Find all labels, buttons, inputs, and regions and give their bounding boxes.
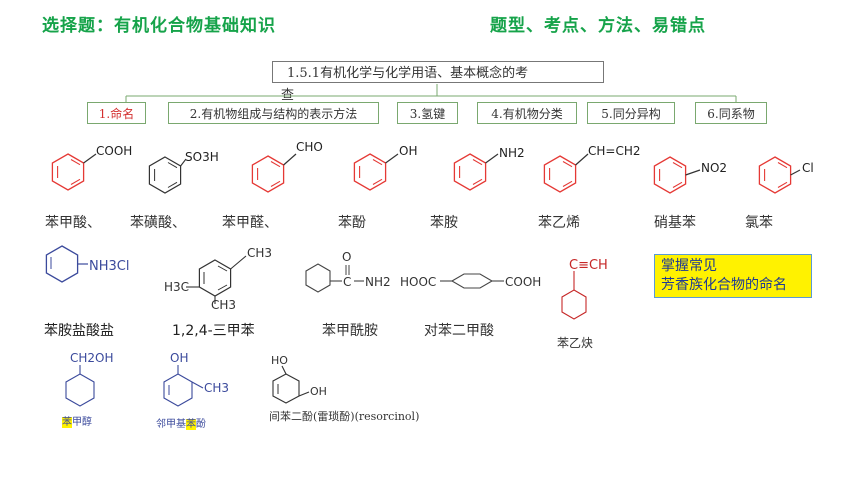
name-aniline: 苯胺 <box>430 215 458 231</box>
oh-label: OH <box>399 144 417 158</box>
cresol-pre: 邻甲基 <box>156 419 186 430</box>
ch2oh-label: CH2OH <box>70 351 114 365</box>
name-benzenesulfonic-acid: 苯磺酸、 <box>130 215 186 231</box>
cresol-post: 酚 <box>196 419 206 430</box>
cl-label: Cl <box>802 161 814 175</box>
row3-structures: CH2OH OH CH3 HO OH <box>65 351 327 407</box>
cooh-label: COOH <box>96 144 132 158</box>
benzyl-alcohol-structure: CH2OH <box>65 351 114 407</box>
oh-label-cresol: OH <box>170 351 188 365</box>
name-chlorobenzene: 氯苯 <box>745 215 773 231</box>
benzaldehyde-structure: CHO <box>251 140 323 193</box>
category-naming[interactable]: 1.命名 <box>87 102 146 124</box>
so3h-label: SO3H <box>185 150 219 164</box>
nh3cl-label: NH3Cl <box>89 259 129 274</box>
h3c-label: H3C <box>164 280 189 294</box>
amide-nh2-label: NH2 <box>365 275 391 289</box>
benzamide-structure: O C NH2 <box>305 250 391 293</box>
anilinium-chloride-structure: NH3Cl <box>45 245 129 283</box>
cho-label: CHO <box>296 140 323 154</box>
amide-o-label: O <box>342 250 351 264</box>
oh-label-resorcinol: OH <box>310 385 327 398</box>
category-isomerism[interactable]: 5.同分异构 <box>587 102 675 124</box>
benzenesulfonic-acid-structure: SO3H <box>148 150 219 194</box>
nh2-label: NH2 <box>499 146 525 160</box>
ch3-bottom-label: CH3 <box>211 298 236 312</box>
o-cresol-structure: OH CH3 <box>163 351 229 407</box>
phenylacetylene-structure: C≡CH <box>561 258 608 320</box>
resorcinol-structure: HO OH <box>271 354 327 404</box>
name-anilinium-chloride: 苯胺盐酸盐 <box>44 323 114 339</box>
name-styrene: 苯乙烯 <box>538 215 580 231</box>
name-benzoic-acid: 苯甲酸、 <box>45 215 101 231</box>
section-subtitle: 题型、考点、方法、易错点 <box>490 16 706 36</box>
amide-c-label: C <box>343 275 351 289</box>
aniline-structure: NH2 <box>453 146 525 191</box>
hooc-label: HOOC <box>400 275 436 289</box>
name-nitrobenzene: 硝基苯 <box>654 215 696 231</box>
trimethylbenzene-structure: CH3 H3C CH3 <box>164 246 272 312</box>
name-benzamide: 苯甲酰胺 <box>322 323 378 339</box>
styrene-structure: CH=CH2 <box>543 144 641 193</box>
category-classification[interactable]: 4.有机物分类 <box>477 102 577 124</box>
note-line-2: 芳香族化合物的命名 <box>661 277 787 293</box>
highlight-benzene-char-2: 苯 <box>186 419 196 430</box>
study-note: 掌握常见 芳香族化合物的命名 <box>654 254 812 298</box>
name-benzaldehyde: 苯甲醛、 <box>222 215 278 231</box>
name-phenylacetylene: 苯乙炔 <box>557 336 594 350</box>
category-hydrogen-bond[interactable]: 3.氢键 <box>397 102 458 124</box>
name-benzyl-alcohol: 苯甲醇 <box>62 413 92 428</box>
benzyl-alcohol-rest: 甲醇 <box>72 417 92 428</box>
row2-structures: NH3Cl CH3 H3C CH3 O C NH2 HOOC COOH C≡CH <box>45 245 608 320</box>
benzoic-acid-structure: COOH <box>51 144 132 191</box>
topic-bracket <box>125 84 737 102</box>
name-terephthalic-acid: 对苯二甲酸 <box>424 323 494 339</box>
chlorobenzene-structure: Cl <box>758 156 814 194</box>
topic-box: 1.5.1有机化学与化学用语、基本概念的考 <box>272 61 604 83</box>
phenol-structure: OH <box>353 144 417 191</box>
nitrobenzene-structure: NO2 <box>653 156 727 194</box>
no2-label: NO2 <box>701 161 727 175</box>
category-structure-representation[interactable]: 2.有机物组成与结构的表示方法 <box>168 102 379 124</box>
note-line-1: 掌握常见 <box>661 258 717 274</box>
row1-structures: COOH SO3H CHO OH NH2 CH=CH2 NO2 Cl <box>51 140 814 194</box>
category-homologs[interactable]: 6.同系物 <box>695 102 767 124</box>
ch3-top-label: CH3 <box>247 246 272 260</box>
vinyl-label: CH=CH2 <box>588 144 641 158</box>
name-resorcinol: 间苯二酚(雷琐酚)(resorcinol) <box>269 410 420 423</box>
name-phenol: 苯酚 <box>338 215 366 231</box>
highlight-benzene-char: 苯 <box>62 417 72 428</box>
terephthalic-acid-structure: HOOC COOH <box>400 273 541 289</box>
cooh-right-label: COOH <box>505 275 541 289</box>
name-o-cresol: 邻甲基苯酚 <box>156 415 206 430</box>
name-trimethylbenzene: 1,2,4-三甲苯 <box>172 323 255 339</box>
ch3-label-cresol: CH3 <box>204 381 229 395</box>
section-title: 选择题：有机化合物基础知识 <box>42 16 276 36</box>
alkyne-label: C≡CH <box>569 258 608 273</box>
ho-label: HO <box>271 354 288 367</box>
topic-title: 1.5.1有机化学与化学用语、基本概念的考 <box>287 66 529 81</box>
